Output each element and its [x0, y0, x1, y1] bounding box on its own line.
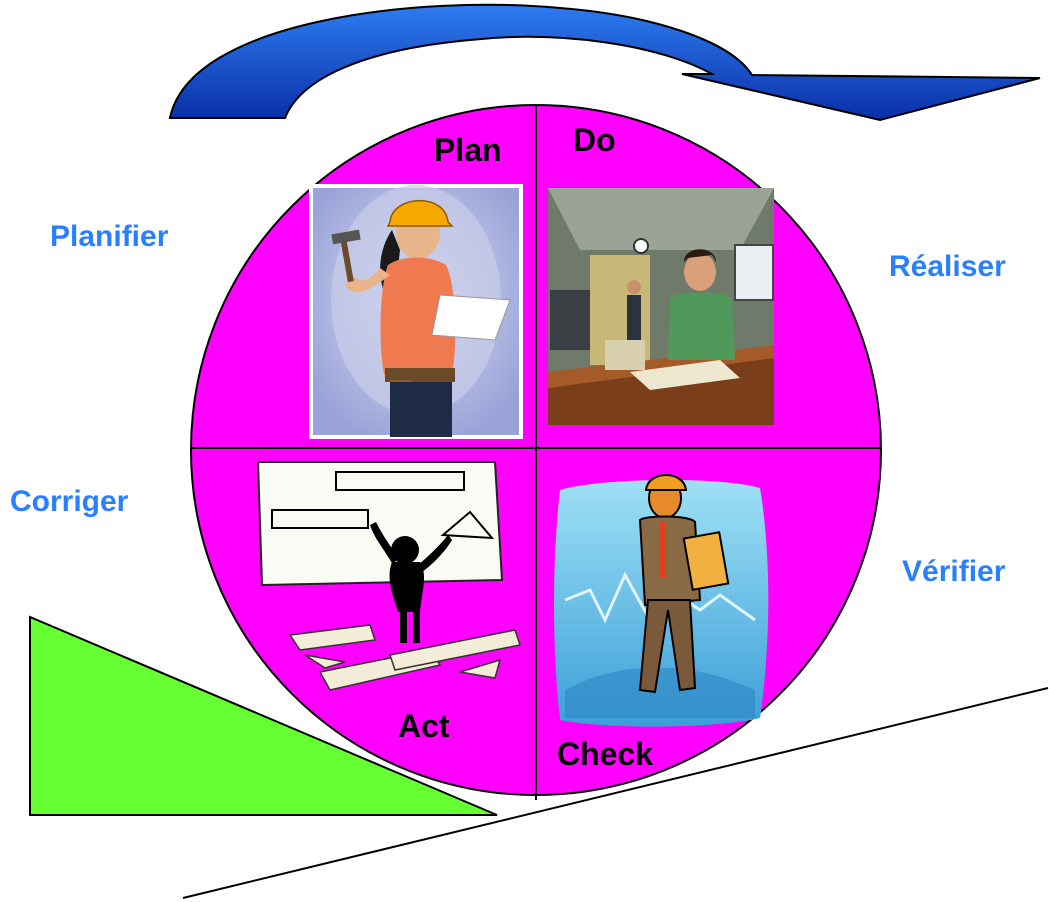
corriger-label: Corriger: [10, 485, 129, 518]
realiser-label: Réaliser: [889, 250, 1006, 283]
pdca-wheel: [190, 104, 882, 800]
wedge-icon: [29, 615, 498, 816]
do-label: Do: [573, 122, 616, 158]
check-label: Check: [557, 736, 654, 772]
plan-label: Plan: [434, 132, 502, 168]
slope-line-icon: [182, 687, 1049, 899]
act-illustration: [256, 461, 521, 691]
plan-illustration: [309, 184, 523, 439]
planifier-label: Planifier: [50, 220, 169, 253]
act-label: Act: [398, 708, 450, 744]
do-illustration: [548, 188, 774, 425]
curved-arrow-icon: [168, 3, 1041, 122]
verifier-label: Vérifier: [902, 555, 1006, 588]
check-illustration: [554, 474, 769, 727]
